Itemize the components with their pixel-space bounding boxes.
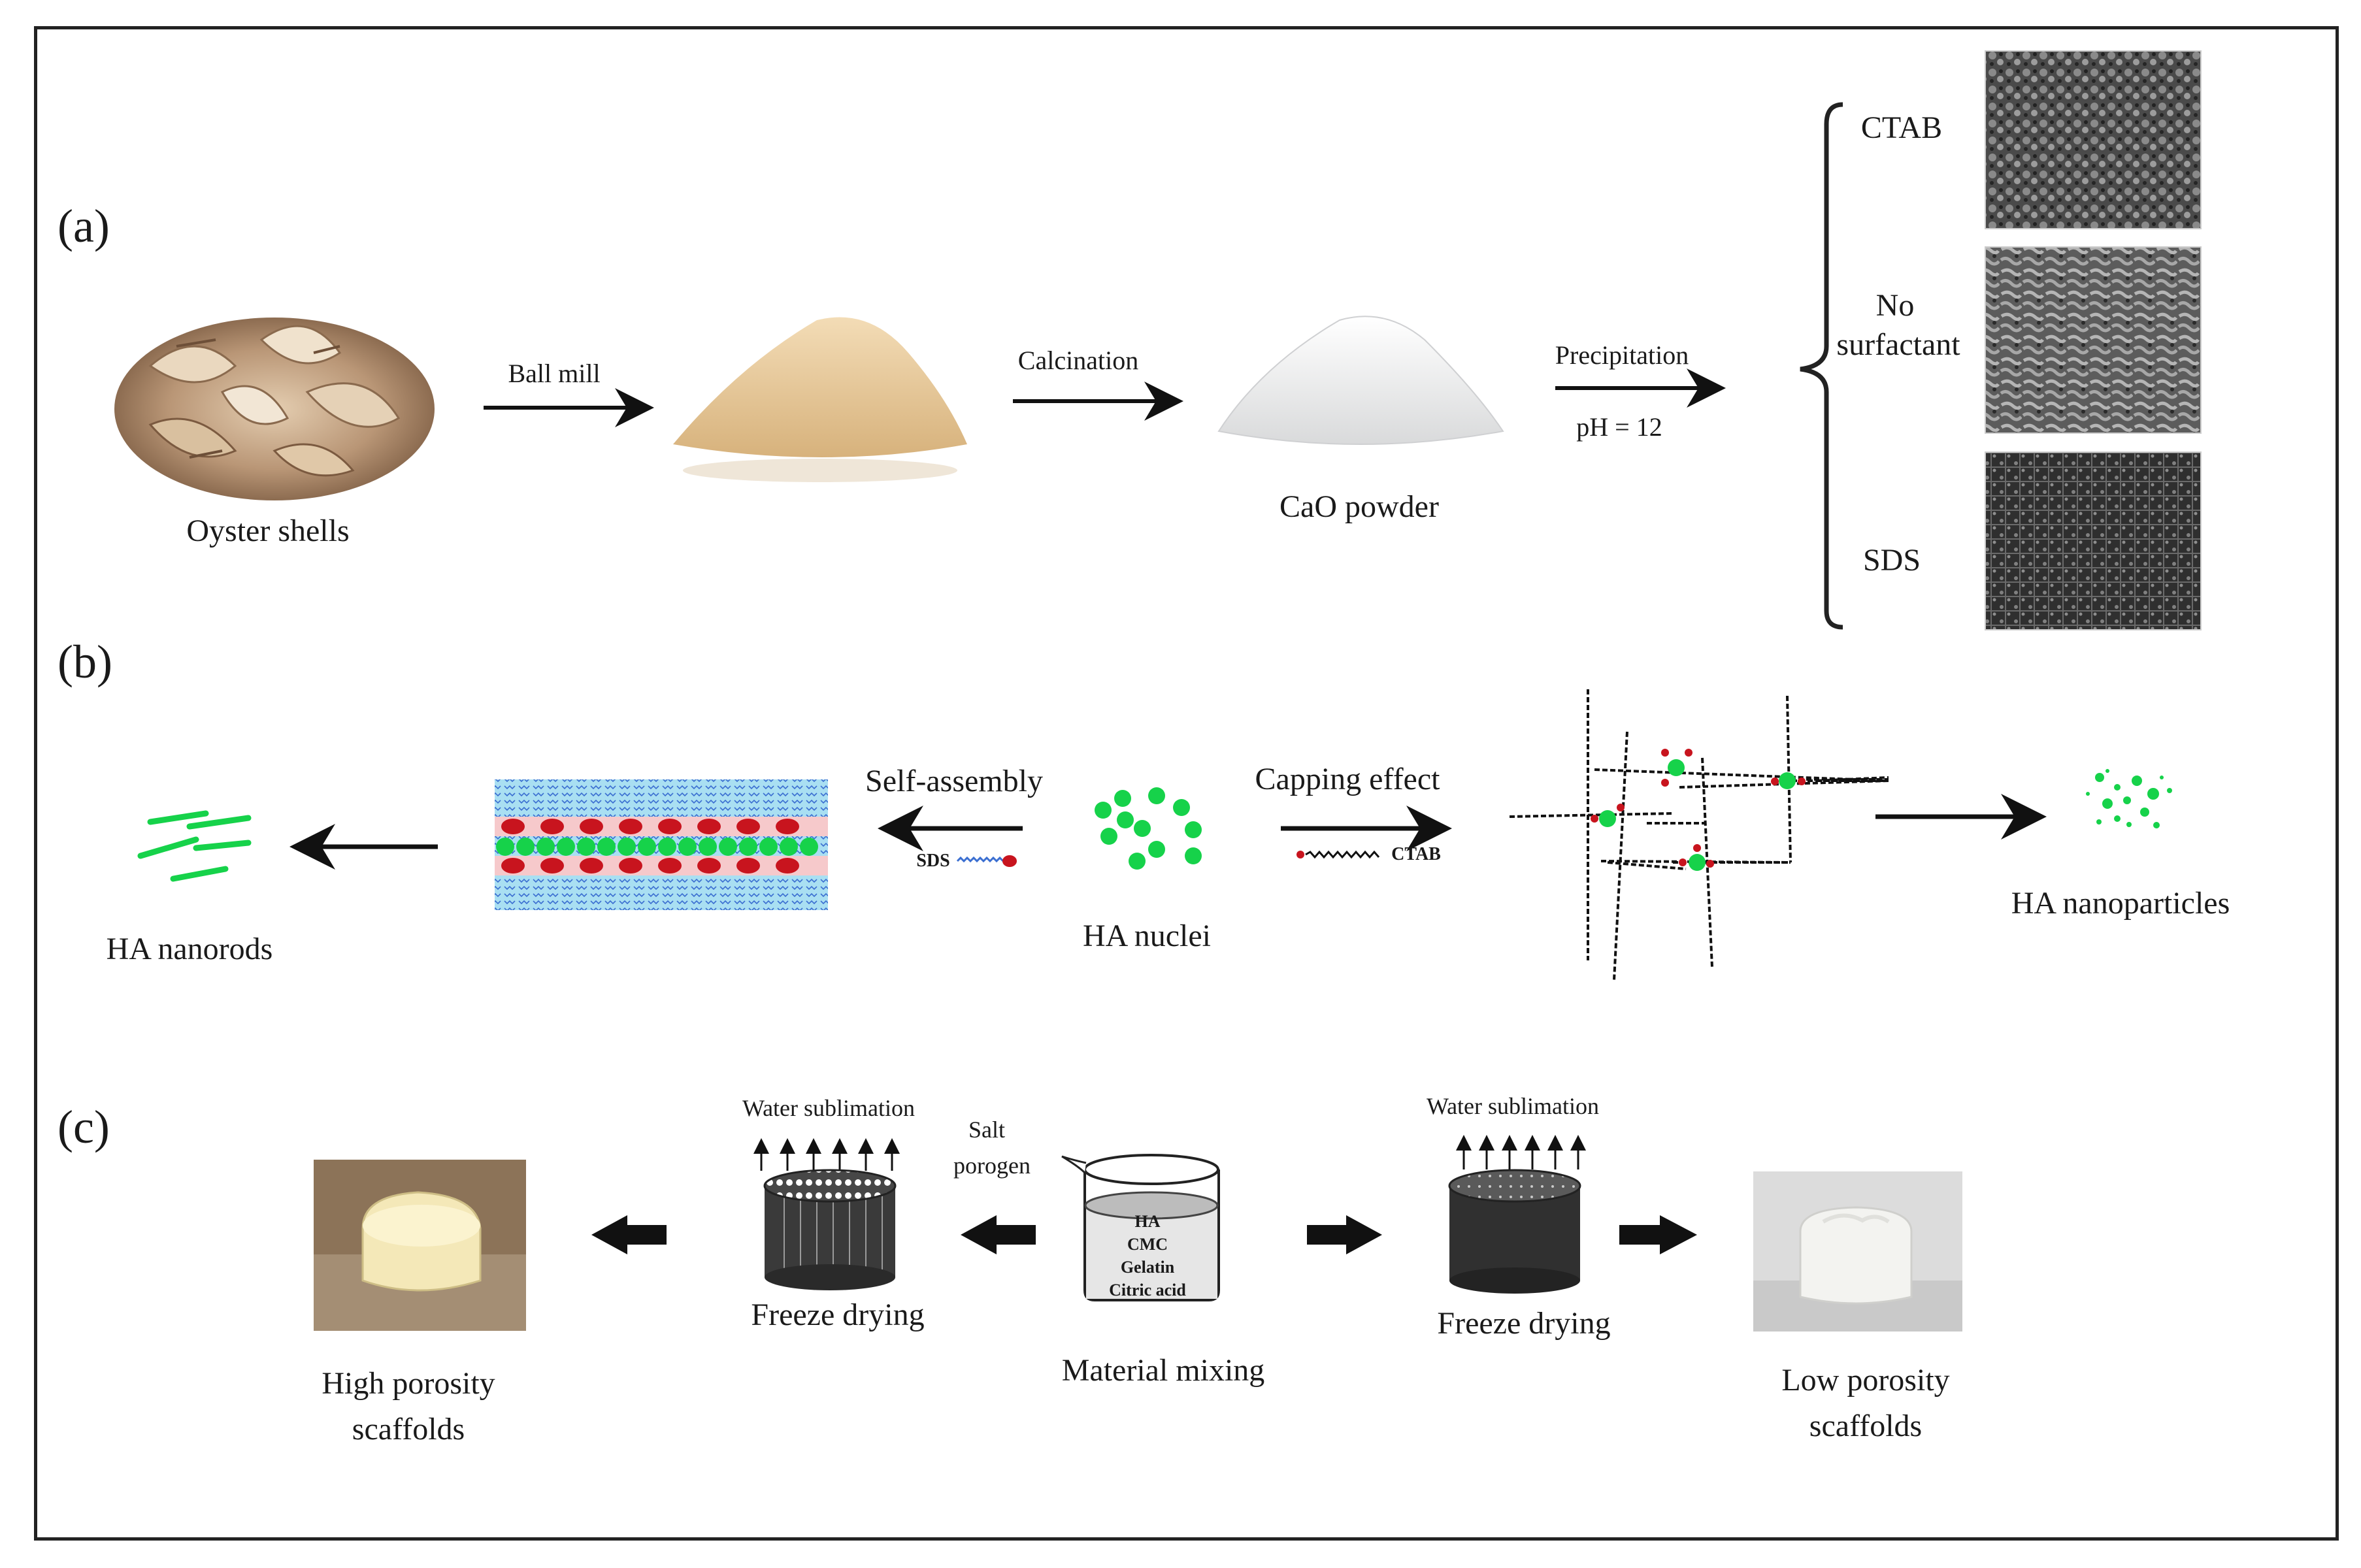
mix-item-gelatin: Gelatin <box>1120 1258 1175 1277</box>
ctab-tag-label: CTAB <box>1391 844 1441 864</box>
ha-nanoparticles-drawing <box>2086 769 2172 828</box>
nanorods-drawing <box>137 810 252 882</box>
mixing-beaker <box>1061 1154 1220 1301</box>
bilayer-green <box>618 838 636 856</box>
bilayer-red-top <box>658 819 682 834</box>
bilayer-red-top <box>736 819 760 834</box>
panel-label-b: (b) <box>58 636 112 688</box>
material-mixing-label: Material mixing <box>1061 1353 1265 1388</box>
bilayer-green <box>780 838 798 856</box>
bilayer-red-bottom <box>580 858 603 874</box>
ground-shell-powder-image <box>673 317 967 482</box>
cao-powder-image <box>1217 316 1504 445</box>
bilayer-green <box>516 838 535 856</box>
bilayer-green <box>496 838 514 856</box>
bilayer-red-bottom <box>736 858 760 874</box>
ha-nanoparticles-label: HA nanoparticles <box>2011 886 2230 921</box>
calcination-label: Calcination <box>1017 346 1139 375</box>
bilayer-red-top <box>776 819 799 834</box>
bilayer-green <box>638 838 656 856</box>
panel-label-c: (c) <box>58 1101 110 1153</box>
ha-nuclei-drawing <box>1095 787 1202 870</box>
bilayer-red-top <box>540 819 564 834</box>
sds-molecule-icon <box>956 855 1017 867</box>
left-block-arrow-high <box>591 1215 667 1254</box>
ctab-network-nodes <box>1591 749 1806 871</box>
bilayer-red-top <box>580 819 603 834</box>
bilayer-red-bottom <box>776 858 799 874</box>
panel-label-a: (a) <box>58 200 110 252</box>
bilayer-red-bottom <box>658 858 682 874</box>
precipitation-label: Precipitation <box>1555 340 1689 370</box>
freeze-dryer-left <box>753 1138 900 1290</box>
sem-sds-image <box>1985 451 2202 630</box>
bilayer-red-top <box>619 819 642 834</box>
bilayer-red-top <box>697 819 721 834</box>
sds-label: SDS <box>1862 543 1921 578</box>
bilayer-red-bottom <box>697 858 721 874</box>
freeze-dryer-right <box>1448 1135 1586 1294</box>
salt-porogen-label-line2: porogen <box>953 1152 1031 1179</box>
bilayer-green <box>719 838 737 856</box>
low-porosity-scaffold-image <box>1753 1171 1962 1331</box>
bilayer-green <box>597 838 616 856</box>
salt-porogen-label-line1: Salt <box>968 1117 1006 1143</box>
bilayer-green <box>537 838 555 856</box>
oyster-shells-image <box>114 318 435 500</box>
water-sublimation-left-label: Water sublimation <box>742 1095 916 1121</box>
bilayer-red-top <box>501 819 525 834</box>
ha-nanorods-label: HA nanorods <box>106 932 273 966</box>
cao-powder-label: CaO powder <box>1280 489 1439 524</box>
bilayer-green <box>759 838 778 856</box>
bilayer-green <box>699 838 717 856</box>
mix-item-ha: HA <box>1134 1212 1161 1231</box>
bilayer-red-bottom <box>619 858 642 874</box>
oyster-shells-label: Oyster shells <box>186 514 350 548</box>
freeze-drying-left-label: Freeze drying <box>751 1298 925 1332</box>
bilayer-green <box>557 838 575 856</box>
ph-label: pH = 12 <box>1576 412 1662 442</box>
right-block-arrow-dryer <box>1307 1215 1382 1254</box>
low-porosity-label-line2: scaffolds <box>1809 1409 1923 1443</box>
ctab-network <box>1509 689 1889 981</box>
no-surfactant-label-line1: No <box>1875 288 1915 323</box>
self-assembly-label: Self-assembly <box>865 764 1043 798</box>
no-surfactant-label-line2: surfactant <box>1836 327 1960 362</box>
bilayer-green <box>658 838 676 856</box>
mix-item-citric-acid: Citric acid <box>1109 1281 1186 1299</box>
left-block-arrow-dryer <box>961 1215 1036 1254</box>
bilayer-green <box>678 838 697 856</box>
bilayer-green <box>577 838 595 856</box>
right-block-arrow-low <box>1619 1215 1697 1254</box>
surfactant-brace <box>1800 102 1843 630</box>
ctab-molecule-icon <box>1296 850 1380 859</box>
mix-item-cmc: CMC <box>1127 1235 1168 1254</box>
bilayer-green <box>739 838 757 856</box>
high-porosity-label-line2: scaffolds <box>352 1412 465 1446</box>
water-sublimation-right-label: Water sublimation <box>1426 1093 1600 1119</box>
capping-effect-label: Capping effect <box>1255 762 1440 796</box>
freeze-drying-right-label: Freeze drying <box>1437 1306 1611 1341</box>
ctab-label: CTAB <box>1860 110 1943 145</box>
bilayer-red-bottom <box>501 858 525 874</box>
bilayer-green <box>800 838 818 856</box>
sem-no-surfactant-image <box>1985 246 2202 434</box>
sds-bilayer-structure <box>495 779 828 910</box>
high-porosity-scaffold-image <box>314 1160 526 1331</box>
high-porosity-label-line1: High porosity <box>322 1366 495 1401</box>
low-porosity-label-line1: Low porosity <box>1781 1363 1950 1397</box>
bilayer-red-bottom <box>540 858 564 874</box>
ball-mill-label: Ball mill <box>508 359 601 388</box>
sem-ctab-image <box>1985 50 2202 229</box>
sds-tag-label: SDS <box>916 851 950 871</box>
figure-border <box>34 26 2339 1541</box>
ha-nuclei-label: HA nuclei <box>1083 919 1211 953</box>
